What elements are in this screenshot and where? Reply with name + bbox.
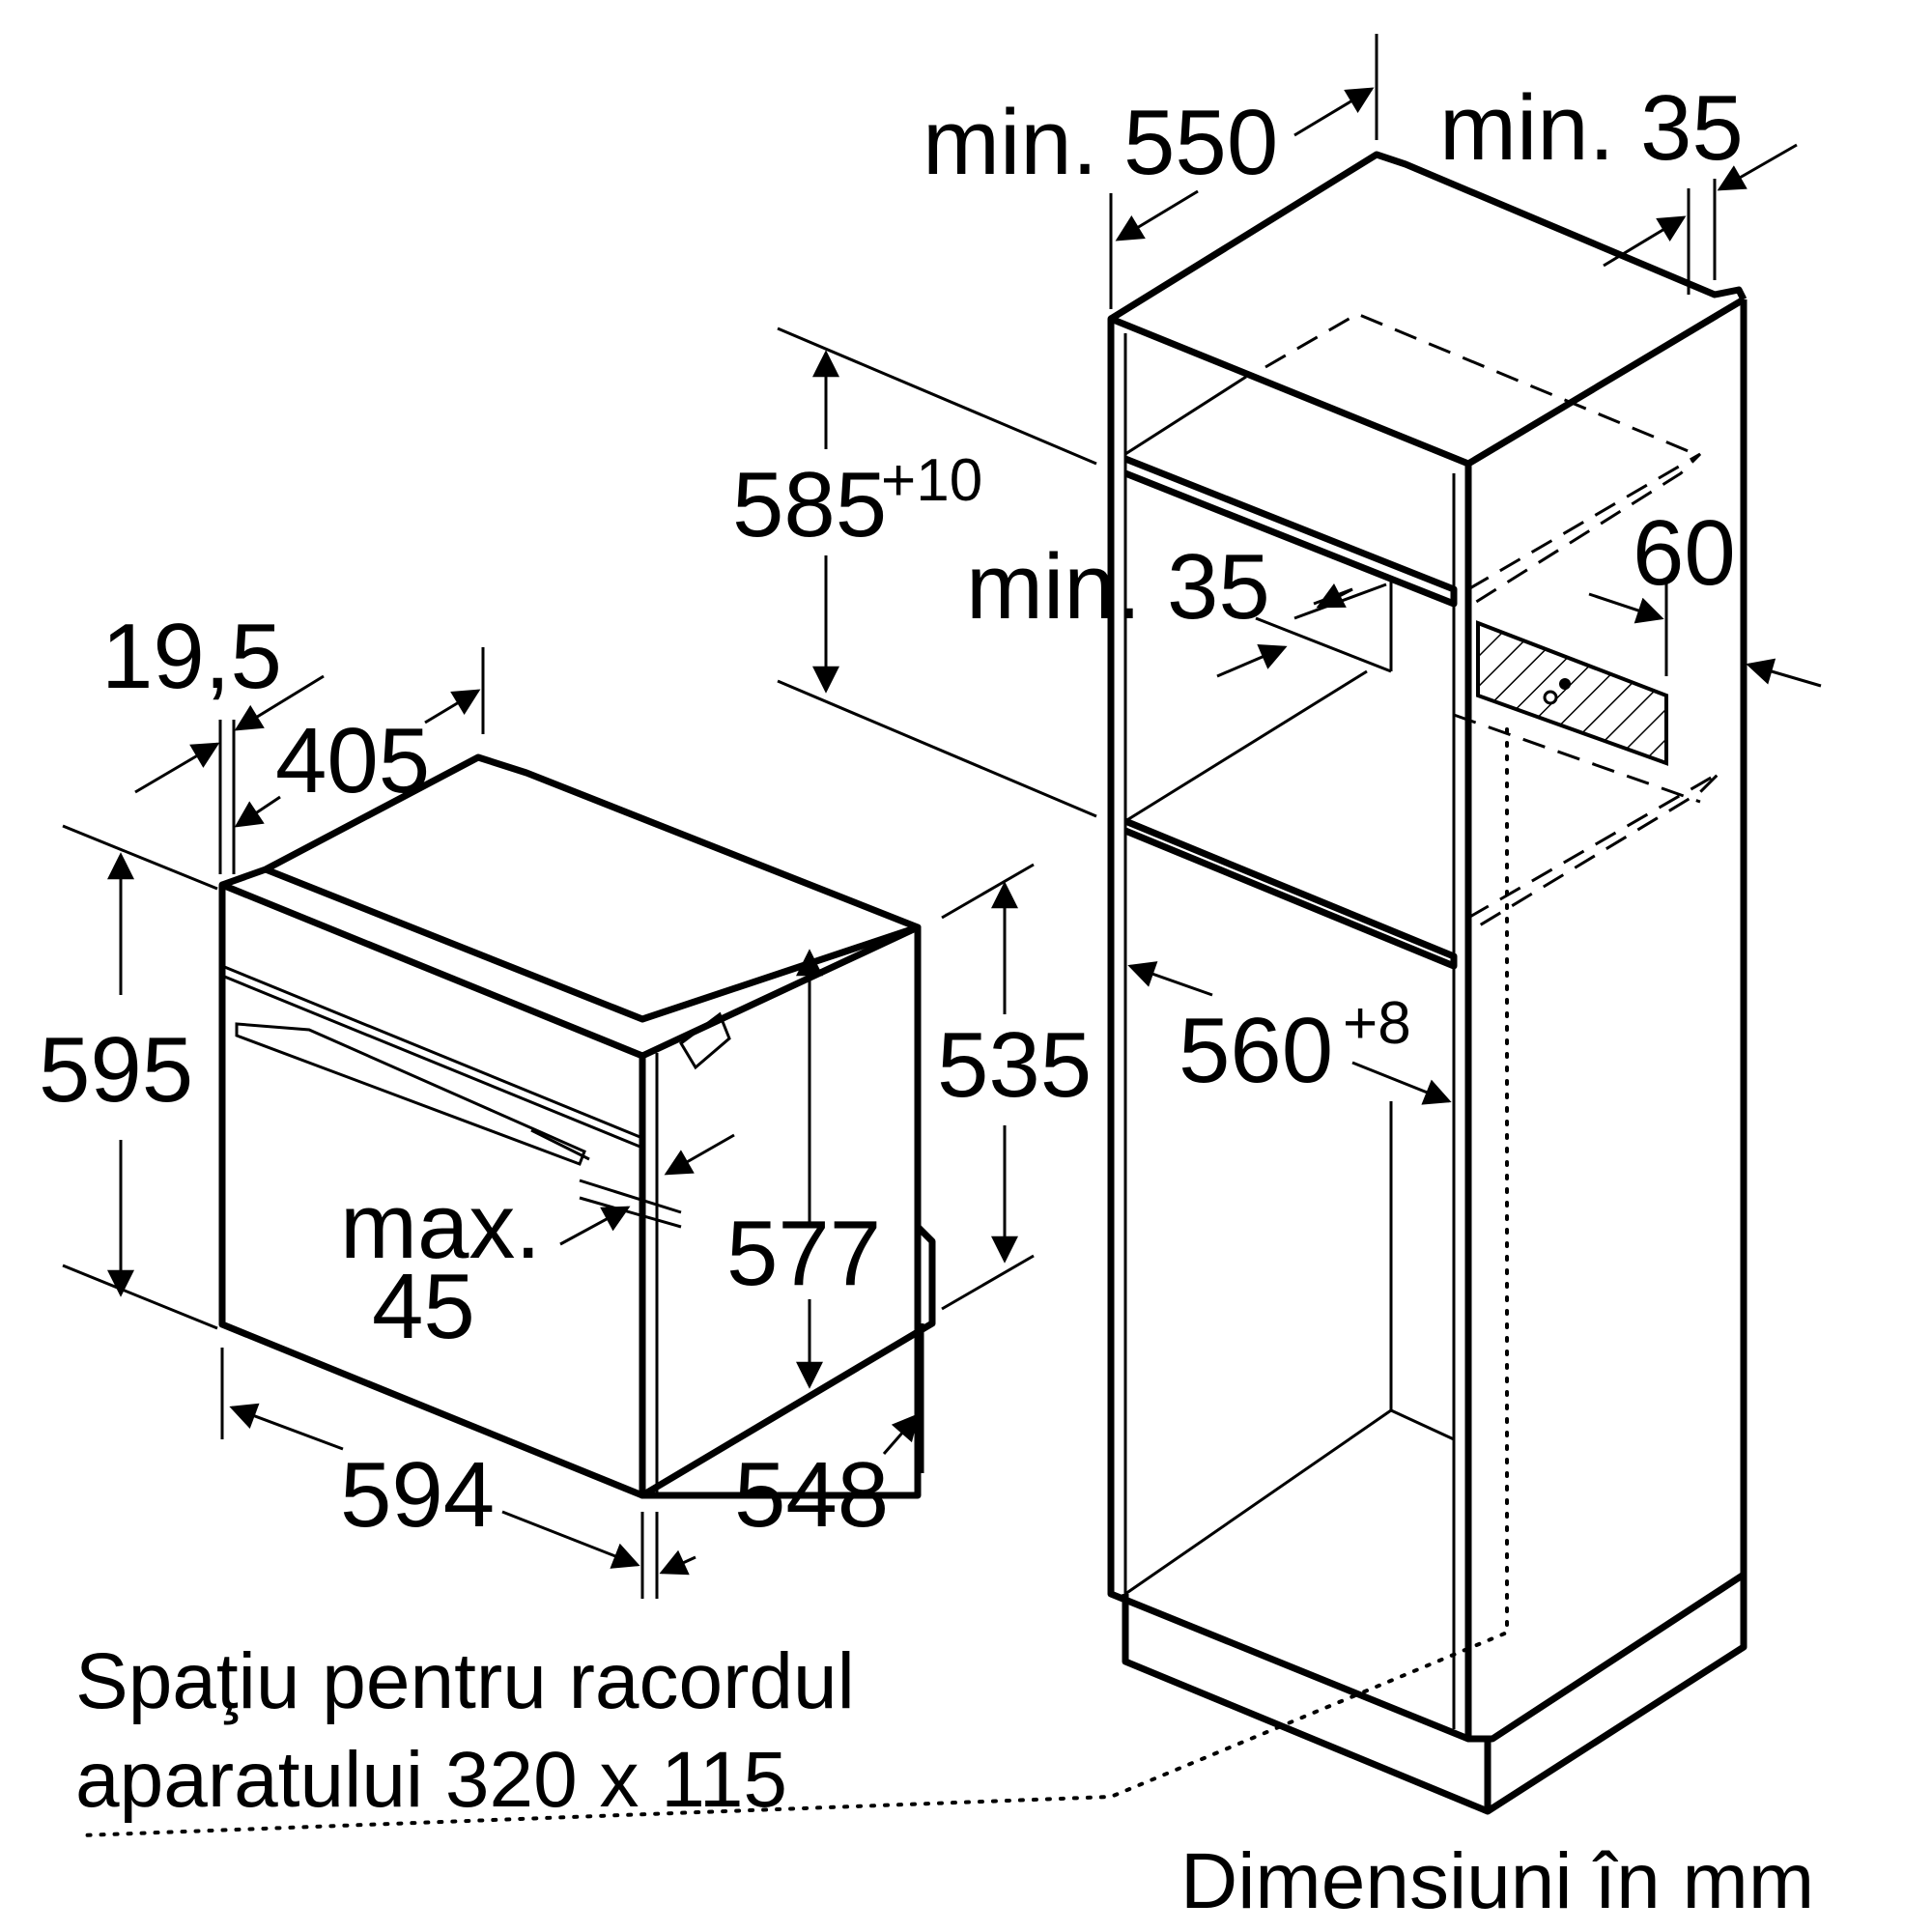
vent-hatch (1476, 620, 1668, 766)
cabinet-dimensions (777, 34, 1822, 1105)
dim-max-value: 45 (372, 1255, 475, 1358)
door-handle (235, 1022, 586, 1166)
dim-depth: 548 (734, 1443, 889, 1547)
dim-flange-width: 405 (275, 709, 430, 812)
oven-top-face (220, 753, 922, 1499)
dim-niche-width: 560 (1179, 999, 1333, 1102)
dim-min-side-gap: min. 35 (966, 535, 1270, 639)
dim-inner-height: 577 (726, 1202, 881, 1305)
dim-vent: 60 (1633, 501, 1736, 605)
dim-min-top-gap: min. 35 (1439, 76, 1744, 180)
cabinet-right-side (1468, 299, 1747, 1743)
dim-flange: 19,5 (101, 605, 282, 708)
dim-height: 595 (39, 1018, 193, 1122)
connection-note-line2: aparatului 320 x 115 (75, 1736, 787, 1824)
dim-niche-width-tol: +8 (1343, 990, 1411, 1057)
dim-width: 594 (340, 1443, 495, 1547)
dim-height-body: 535 (937, 1013, 1092, 1117)
units-note: Dimensiuni în mm (1180, 1837, 1814, 1925)
oven-dimensions (62, 647, 1035, 1599)
dim-min-depth: min. 550 (923, 91, 1278, 194)
dim-max-label: max. (340, 1175, 541, 1278)
connection-note-line1: Spaţiu pentru racordul (75, 1637, 855, 1725)
cabinet-drawing (80, 151, 1747, 1837)
dim-niche-height: 585 (732, 453, 887, 556)
dim-niche-height-tol: +10 (881, 447, 982, 514)
oven-drawing (218, 753, 936, 1499)
